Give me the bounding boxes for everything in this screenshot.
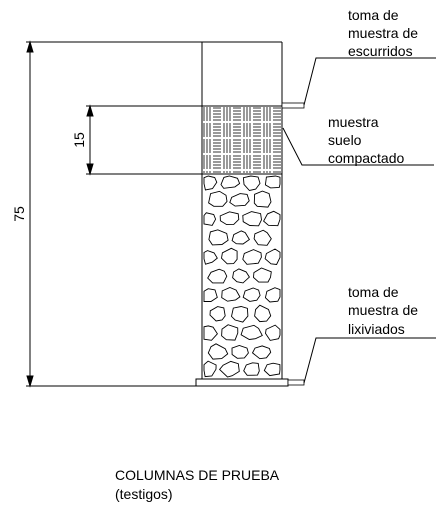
- dim75-arrow-top: [26, 40, 34, 53]
- escurridos-line-2: muestra de: [348, 25, 418, 41]
- escurridos-leader: [303, 57, 436, 106]
- gravel-stone: [240, 324, 263, 340]
- gravel-stone: [209, 306, 226, 322]
- dimension-15: [86, 104, 202, 176]
- dim-total-label: 75: [11, 206, 27, 222]
- suelo-leader: [282, 127, 434, 166]
- gravel-stone: [218, 360, 240, 378]
- gravel-stone: [263, 210, 281, 227]
- lixiviados-line-1: toma de: [348, 284, 399, 300]
- gravel-stone: [264, 175, 281, 189]
- gravel-stone: [203, 250, 218, 265]
- gravel-stone: [264, 287, 281, 303]
- label-escurridos: toma de muestra de escurridos: [348, 7, 418, 59]
- suelo-line-2: suelo: [328, 132, 362, 148]
- gravel-stone: [203, 288, 218, 302]
- gravel-stone: [253, 267, 272, 283]
- gravel-stone: [203, 325, 218, 341]
- gravel-stone: [232, 268, 250, 284]
- gravel-stone: [220, 175, 241, 189]
- gravel-stone: [221, 247, 238, 265]
- gravel-stone: [231, 345, 249, 359]
- gravel-stone: [242, 287, 261, 302]
- gravel-stone: [251, 345, 272, 360]
- dim-sample-label: 15: [71, 132, 87, 148]
- column: [201, 41, 283, 380]
- label-suelo: muestra suelo compactado: [328, 114, 404, 166]
- dim15-arrow-bottom: [86, 163, 94, 176]
- dim75-arrow-bottom: [26, 375, 34, 388]
- lixiviados-line-3: lixiviados: [348, 321, 405, 337]
- runoff-outlet-pipe: [281, 102, 305, 109]
- gravel-stone: [242, 175, 261, 191]
- gravel-stone: [208, 229, 229, 246]
- gravel-stone: [221, 324, 239, 341]
- dimension-75: [26, 40, 202, 388]
- gravel-stone: [221, 287, 241, 302]
- gravel-stone: [229, 193, 250, 207]
- lixiviados-line-2: muestra de: [348, 302, 418, 318]
- gravel-stone: [203, 175, 218, 191]
- gravel-stone: [263, 362, 281, 377]
- dim15-arrow-top: [86, 104, 94, 117]
- gravel-stone: [231, 230, 251, 245]
- gravel-stone: [264, 248, 281, 265]
- label-lixiviados: toma de muestra de lixiviados: [348, 284, 418, 337]
- gravel-stone: [242, 249, 262, 265]
- gravel-stone: [203, 360, 217, 378]
- gravel-stone: [203, 212, 217, 226]
- gravel-stone: [254, 304, 272, 323]
- gravel-stone: [219, 211, 240, 226]
- gravel-stone: [253, 190, 272, 208]
- gravel-stone: [242, 211, 262, 227]
- suelo-line-3: compactado: [328, 150, 404, 166]
- caption-subtitle: (testigos): [115, 486, 173, 502]
- compacted-soil-hatch: [203, 107, 281, 173]
- gravel-fill: [203, 175, 281, 378]
- gravel-stone: [207, 268, 228, 284]
- lixiviados-leader: [303, 337, 436, 384]
- caption-title: COLUMNAS DE PRUEBA: [115, 467, 280, 483]
- gravel-stone: [243, 362, 260, 376]
- escurridos-line-1: toma de: [348, 7, 399, 23]
- gravel-stone: [253, 229, 272, 246]
- leader-lines: [282, 57, 436, 384]
- gravel-stone: [231, 306, 249, 323]
- gravel-stone: [207, 343, 229, 360]
- column-base-plate: [195, 378, 289, 387]
- gravel-stone: [265, 324, 281, 341]
- suelo-line-1: muestra: [328, 114, 379, 130]
- escurridos-line-3: escurridos: [348, 43, 413, 59]
- gravel-stone: [208, 190, 228, 207]
- leachate-outlet-pipe: [287, 379, 305, 386]
